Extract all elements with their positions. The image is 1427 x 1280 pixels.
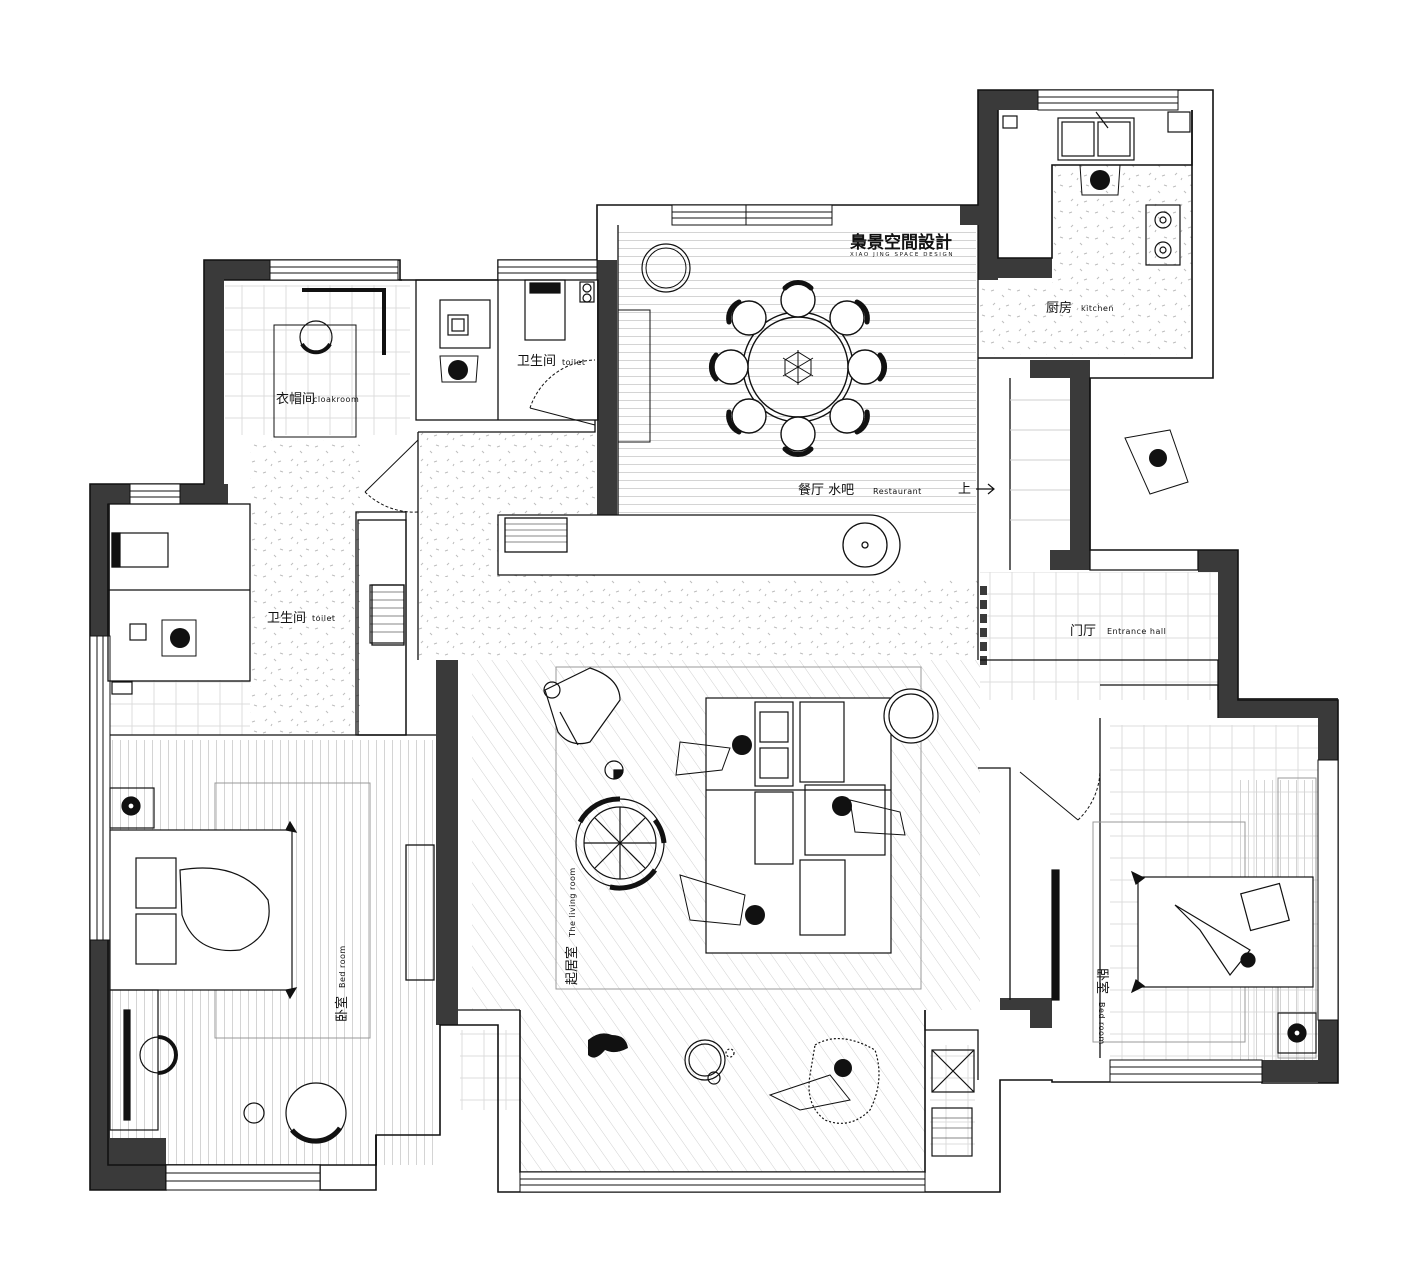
- cloakroom-fixtures: [273, 288, 386, 438]
- kitchen-label-cn: 厨房: [1046, 300, 1072, 316]
- kitchen-fixtures: [1002, 111, 1191, 266]
- people-figures: [161, 164, 1189, 1111]
- round-stool: [641, 243, 691, 293]
- brand-name-en: XIAO JING SPACE DESIGN: [850, 252, 954, 258]
- windows: [89, 89, 1339, 1193]
- bedroom-left-furniture: [109, 782, 371, 1144]
- kitchen-label-en: kitchen: [1081, 304, 1114, 313]
- entrance-label-cn: 门厅: [1070, 624, 1096, 639]
- brand-name-cn: 梟景空間設計: [849, 232, 952, 253]
- living-label-cn: 起居室: [564, 946, 580, 985]
- toilet-left-label-en: toilet: [312, 614, 336, 623]
- restaurant-label-cn: 餐厅 水吧: [798, 482, 854, 498]
- bedroom-right-label-cn: 卧室: [1094, 968, 1110, 994]
- restaurant-label-en: Restaurant: [873, 487, 922, 496]
- room-labels: 衣帽间 cloakroom 卫生间 toilet 卫生间 toilet 餐厅 水…: [267, 300, 1166, 1045]
- bedroom-right-label-en: Bed room: [1097, 1002, 1106, 1045]
- bedroom-right-furniture: [1051, 777, 1317, 1059]
- brand-logo: 梟景空間設計 XIAO JING SPACE DESIGN: [849, 232, 954, 258]
- toilet-fixtures: [111, 279, 975, 1157]
- bedroom-left-label-en: Bed room: [338, 945, 347, 988]
- partitions: [107, 225, 1219, 1165]
- water-bar: [497, 514, 901, 576]
- stairs: [1010, 399, 1070, 521]
- floor-fills: [110, 165, 1325, 1173]
- living-label-en: The living room: [568, 867, 577, 938]
- walls: [90, 90, 1338, 1190]
- toilet-left-label-cn: 卫生间: [267, 611, 306, 626]
- doors: [364, 359, 1101, 821]
- bedroom-left-label-cn: 卧室: [334, 996, 350, 1022]
- entrance-label-en: Entrance hall: [1107, 627, 1166, 636]
- cloakroom-label-en: cloakroom: [313, 395, 359, 404]
- sideboard: [617, 309, 651, 443]
- toilet-top-label-cn: 卫生间: [517, 354, 556, 369]
- stairs-arrow-icon: [976, 483, 995, 495]
- round-stool-inner: [645, 247, 687, 289]
- toilet-top-label-en: toilet: [562, 358, 586, 367]
- dining-table: [708, 280, 888, 457]
- cloakroom-label-cn: 衣帽间: [276, 391, 315, 407]
- stairs-up-label: 上: [958, 482, 971, 497]
